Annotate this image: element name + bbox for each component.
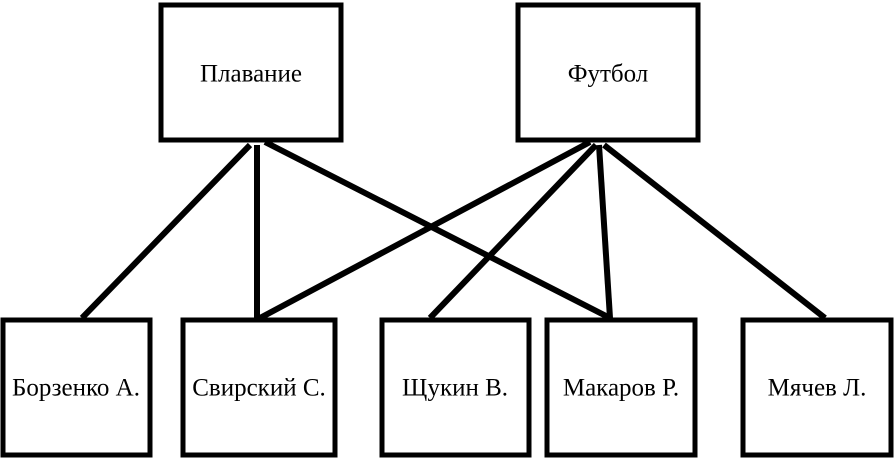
- edge-swimming-makarov: [263, 139, 612, 321]
- person-label-makarov: Макаров Р.: [563, 375, 679, 402]
- person-node-myachev: Мячев Л.: [740, 317, 894, 458]
- edge-football-myachev: [602, 142, 827, 321]
- edge-football-makarov: [596, 144, 613, 319]
- edge-football-svirsky: [258, 139, 592, 321]
- category-label-football: Футбол: [568, 61, 649, 88]
- person-label-shchukin: Щукин В.: [402, 375, 508, 402]
- category-node-football: Футбол: [515, 2, 701, 143]
- person-label-svirsky: Свирский С.: [192, 375, 326, 402]
- category-label-swimming: Плавание: [200, 61, 302, 88]
- person-label-myachev: Мячев Л.: [768, 375, 867, 402]
- person-node-svirsky: Свирский С.: [180, 317, 338, 458]
- person-node-borzenko: Борзенко А.: [0, 317, 153, 458]
- person-label-borzenko: Борзенко А.: [12, 375, 140, 402]
- edge-football-shchukin: [427, 142, 599, 321]
- category-node-swimming: Плавание: [158, 2, 344, 143]
- edge-swimming-borzenko: [79, 142, 253, 321]
- person-node-makarov: Макаров Р.: [544, 317, 698, 458]
- person-node-shchukin: Щукин В.: [379, 317, 532, 458]
